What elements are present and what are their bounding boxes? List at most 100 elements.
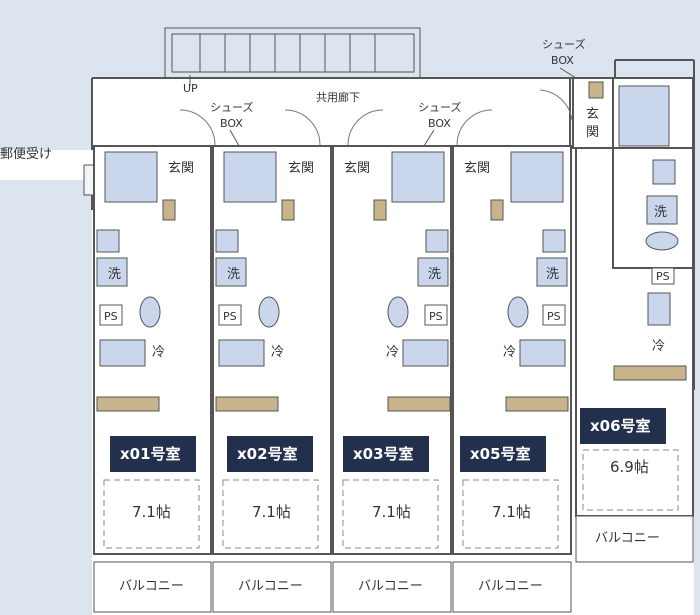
unit-title: x06号室 [590,417,651,435]
fridge-label: 冷 [152,345,165,360]
toilet [258,296,280,328]
entrance-label-line1: 玄 [586,107,599,122]
ps-label: PS [429,310,443,323]
unit-title-bg [110,436,196,472]
unit-title: x05号室 [470,445,531,463]
shoes-box-label-c-line2: BOX [551,54,574,67]
washer-label: 洗 [108,267,121,282]
sink [215,229,239,253]
bathtub [104,151,158,203]
bed-outlines [103,449,679,549]
balcony [332,561,452,613]
closet [387,396,451,412]
ps-box [218,304,242,326]
toilet [645,231,679,251]
mailbox-label: 郵便受け [0,147,52,162]
washer-label: 洗 [654,205,667,220]
balcony [575,515,694,563]
shoes-box [490,199,504,221]
fridge-label: 冷 [503,345,516,360]
unit-x05: 玄関 洗 PS 冷 x05号室 7.1帖 バルコニー [452,145,572,613]
balcony-label: バルコニー [478,579,543,594]
entrance-label: 玄関 [464,161,490,176]
washer-label: 洗 [546,267,559,282]
balcony-label: バルコニー [358,579,423,594]
unit-x02: 玄関 洗 PS 冷 x02号室 7.1帖 バルコニー [212,145,332,613]
ps-box [651,267,675,285]
sink [96,229,120,253]
toilet [387,296,409,328]
kitchen-sink [519,339,566,367]
shoes-box [373,199,387,221]
toilet [139,296,161,328]
sink [542,229,566,253]
washer-pan [96,257,128,287]
closet [96,396,160,412]
unit-title-bg [460,436,546,472]
fridge-label: 冷 [386,345,399,360]
room-size: 7.1帖 [252,503,291,521]
kitchen-sink [99,339,146,367]
entrance-label-line2: 関 [586,125,599,140]
ps-label: PS [104,310,118,323]
ps-label: PS [656,270,670,283]
mailbox-area [0,150,92,180]
room-size: 7.1帖 [132,503,171,521]
ps-label: PS [223,310,237,323]
fridge-label: 冷 [652,339,665,354]
ps-box [424,304,448,326]
entrance-label: 玄関 [288,161,314,176]
washer-label: 洗 [428,267,441,282]
unit-title: x01号室 [120,445,181,463]
closet [215,396,279,412]
shoes-box-label-b-line2: BOX [428,117,451,130]
balcony [93,561,212,613]
balcony-label: バルコニー [595,531,660,546]
bathtub [223,151,277,203]
room-size: 7.1帖 [492,503,531,521]
balcony [212,561,332,613]
mailbox-rack [83,164,95,196]
unit-x03: 玄関 洗 PS 冷 x03号室 7.1帖 バルコニー [332,145,452,613]
unit-title: x03号室 [353,445,414,463]
corridor-label: 共用廊下 [316,90,360,104]
sink [652,159,676,185]
balcony [452,561,572,613]
entrance-label: 玄関 [344,161,370,176]
closet [613,365,687,381]
washer-pan [215,257,247,287]
balcony-label: バルコニー [238,579,303,594]
shoes-box-label-a-line1: シューズ [210,100,253,114]
entrance-label: 玄関 [168,161,194,176]
toilet [507,296,529,328]
room-size: 7.1帖 [372,503,411,521]
kitchen-sink [218,339,265,367]
room-size: 6.9帖 [610,458,649,476]
shoes-box [588,81,604,99]
unit-title-bg [343,436,429,472]
shoes-box-label-b-line1: シューズ [418,100,461,114]
shoes-box-label-c-line1: シューズ [542,37,585,51]
unit-title-bg [580,408,666,444]
washer-pan [646,195,678,225]
up-label: UP [183,82,198,95]
ps-box [542,304,566,326]
unit-x01: 玄関 洗 PS 冷 x01号室 7.1帖 バルコニー [93,145,212,613]
bathtub [618,85,670,147]
unit-title: x02号室 [237,445,298,463]
bathtub [510,151,564,203]
unit-x06: 玄 関 洗 PS 冷 x06号室 6.9帖 バルコニー [572,77,694,563]
kitchen-sink [402,339,449,367]
unit-title-bg [227,436,313,472]
fridge-label: 冷 [271,345,284,360]
sink [425,229,449,253]
closet [505,396,569,412]
shoes-box-label-a-line2: BOX [220,117,243,130]
corridor-doors [179,89,573,146]
kitchen-sink [647,292,671,326]
washer-pan [536,257,568,287]
balcony-label: バルコニー [119,579,184,594]
washer-pan [417,257,449,287]
shoes-box [281,199,295,221]
